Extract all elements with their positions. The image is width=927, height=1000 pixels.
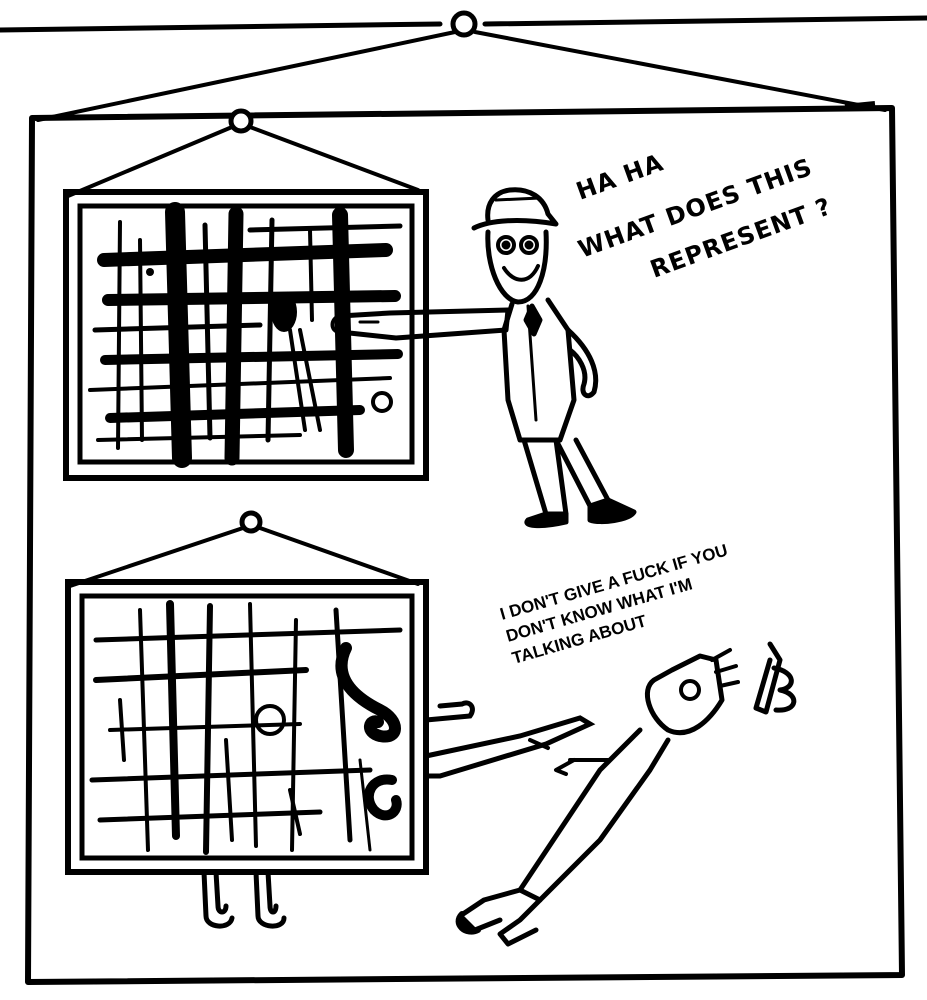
top-painting xyxy=(63,189,429,481)
flying-hat xyxy=(753,641,797,715)
top-painting-hanger xyxy=(66,108,420,198)
falling-man xyxy=(455,641,797,947)
speech-line-1: HA HA xyxy=(572,148,667,205)
hat xyxy=(471,187,559,231)
swirl-2 xyxy=(363,774,402,821)
painting-legs xyxy=(201,869,287,929)
falling-head xyxy=(644,653,725,736)
pointing-arm xyxy=(337,307,511,341)
bottom-painting-hanger xyxy=(68,510,420,588)
falling-torso xyxy=(517,727,671,903)
top-hanger xyxy=(0,10,927,122)
man-in-hat xyxy=(330,187,637,529)
speech-top: HA HA WHAT DOES THIS REPRESENT ? xyxy=(572,148,835,283)
outer-frame xyxy=(25,101,905,985)
caption-bottom: I DON'T GIVE A FUCK IF YOU DON'T KNOW WH… xyxy=(498,541,730,668)
painting1-nail xyxy=(228,108,254,134)
top-wire xyxy=(36,30,887,122)
top-rail-line xyxy=(0,15,927,33)
torso xyxy=(501,297,577,443)
bottom-painting xyxy=(65,579,596,929)
painting2-nail xyxy=(239,510,263,534)
head xyxy=(485,229,549,305)
top-nail xyxy=(450,10,478,38)
legs xyxy=(521,437,611,517)
swirl-1 xyxy=(335,642,401,743)
painting-arm xyxy=(423,700,596,779)
